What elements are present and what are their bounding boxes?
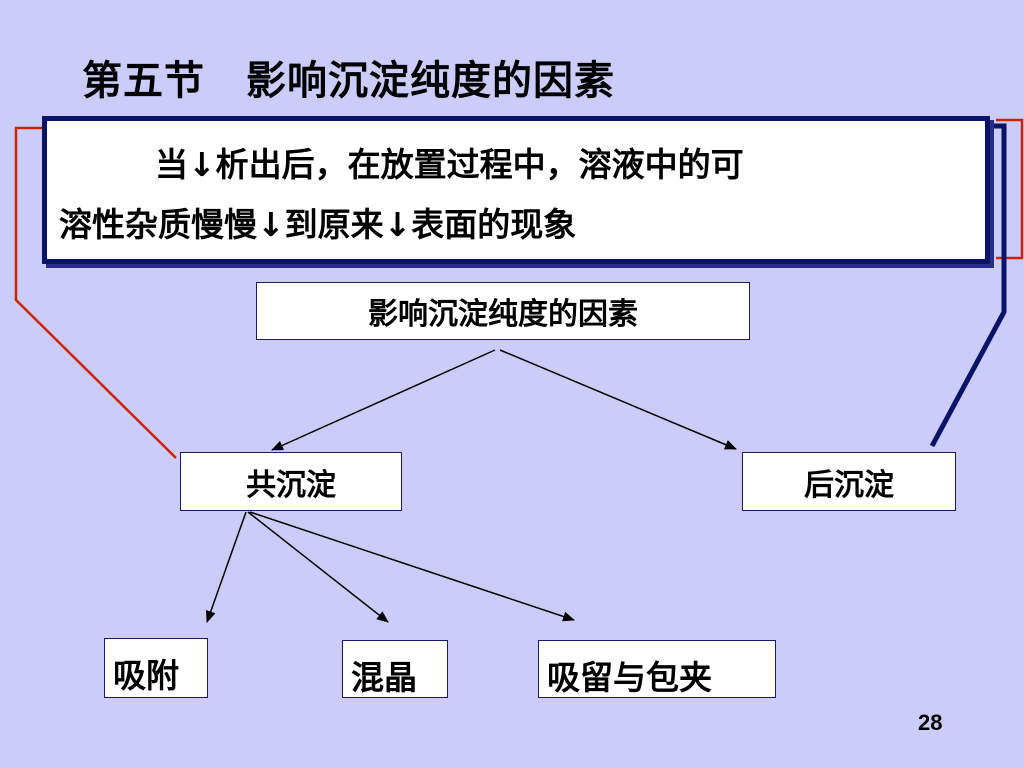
postprecipitation-box: 后沉淀: [742, 452, 956, 511]
mixed-crystal-box: 混晶: [342, 640, 448, 698]
page-number: 28: [918, 710, 943, 735]
arrow-coprecipitation-to-mixed-crystal: [247, 511, 389, 623]
occlusion-box: 吸留与包夹: [538, 640, 776, 698]
arrow-root-to-coprecipitation: [271, 349, 496, 451]
callout-line-1: 当↓析出后，在放置过程中，溶液中的可: [155, 145, 744, 184]
right-red-bracket: [996, 118, 1024, 260]
definition-callout: 当↓析出后，在放置过程中，溶液中的可 溶性杂质慢慢↓到原来↓表面的现象: [42, 116, 990, 264]
right-navy-bracket: [929, 123, 1007, 448]
slide-title: 第五节 影响沉淀纯度的因素: [82, 58, 615, 104]
arrow-coprecipitation-to-occlusion: [249, 511, 575, 622]
coprecipitation-box: 共沉淀: [180, 452, 402, 511]
callout-line-2: 溶性杂质慢慢↓到原来↓表面的现象: [59, 205, 577, 244]
arrow-root-to-postprecipitation: [499, 349, 737, 450]
root-factor-box: 影响沉淀纯度的因素: [256, 282, 750, 340]
arrow-coprecipitation-to-adsorption: [205, 511, 247, 623]
left-red-bracket: [14, 126, 177, 459]
adsorption-box: 吸附: [104, 638, 208, 698]
